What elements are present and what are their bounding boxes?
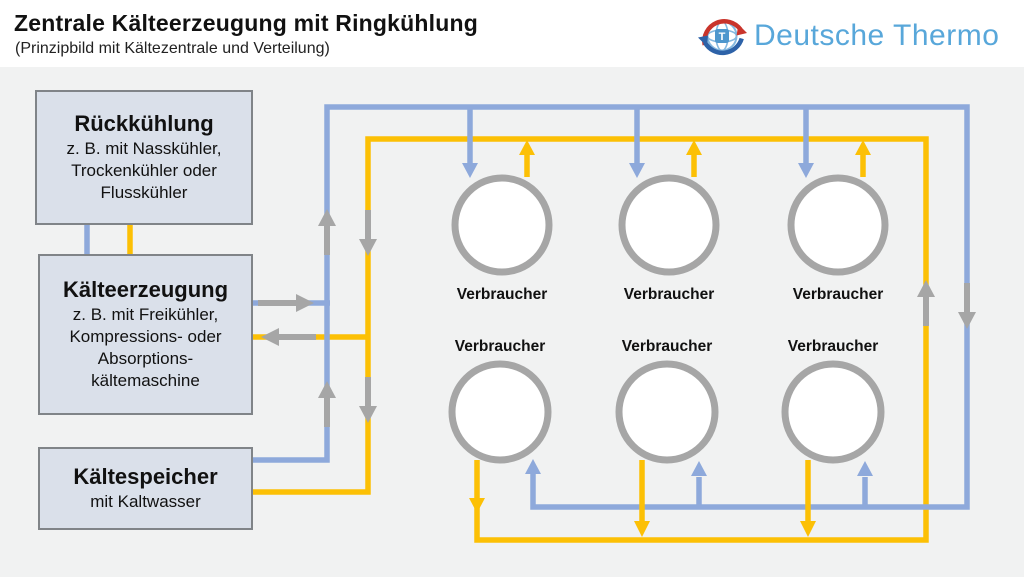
box-rueckkuehlung: Rückkühlung z. B. mit Nasskühler, Trocke…	[35, 90, 253, 225]
box-kaelteerzeugung-line-1: z. B. mit Freikühler,	[72, 305, 219, 324]
page-subtitle: (Prinzipbild mit Kältezentrale und Verte…	[15, 40, 330, 57]
consumer-label-1: Verbraucher	[456, 286, 548, 303]
consumer-label-4: Verbraucher	[454, 338, 546, 355]
logo: T Deutsche Thermo	[696, 8, 1016, 62]
box-rueckkuehlung-line-3: Flusskühler	[100, 183, 188, 203]
logo-letter: T	[719, 31, 726, 43]
consumer-label-3: Verbraucher	[792, 286, 884, 303]
box-kaeltespeicher: Kältespeicher mit Kaltwasser	[38, 447, 253, 530]
consumer-label-6: Verbraucher	[787, 338, 879, 355]
box-rueckkuehlung-line-1: z. B. mit Nasskühler,	[66, 139, 222, 159]
box-kaelteerzeugung-line-2: Kompressions- oder	[69, 327, 222, 347]
consumer-label-2: Verbraucher	[623, 286, 715, 303]
logo-globe-icon: T	[698, 19, 747, 56]
box-rueckkuehlung-title: Rückkühlung	[74, 110, 214, 136]
logo-blue-arrow	[703, 37, 744, 56]
box-kaelteerzeugung: Kälteerzeugung z. B. mit Freikühler, Kom…	[38, 254, 253, 415]
box-kaeltespeicher-title: Kältespeicher	[73, 463, 218, 489]
consumer-label-5: Verbraucher	[621, 338, 713, 355]
logo-blue-arrowhead	[698, 35, 708, 47]
page-title: Zentrale Kälteerzeugung mit Ringkühlung	[14, 10, 478, 36]
box-kaelteerzeugung-title: Kälteerzeugung	[62, 276, 229, 302]
box-kaeltespeicher-line-1: mit Kaltwasser	[90, 492, 201, 512]
box-kaelteerzeugung-line-3: Absorptions-	[97, 349, 194, 369]
box-kaelteerzeugung-line-4: kältemaschine	[91, 371, 200, 391]
box-rueckkuehlung-line-2: Trockenkühler oder	[71, 161, 217, 181]
logo-red-arrowhead	[736, 24, 747, 36]
logo-text: Deutsche Thermo	[754, 19, 1000, 52]
